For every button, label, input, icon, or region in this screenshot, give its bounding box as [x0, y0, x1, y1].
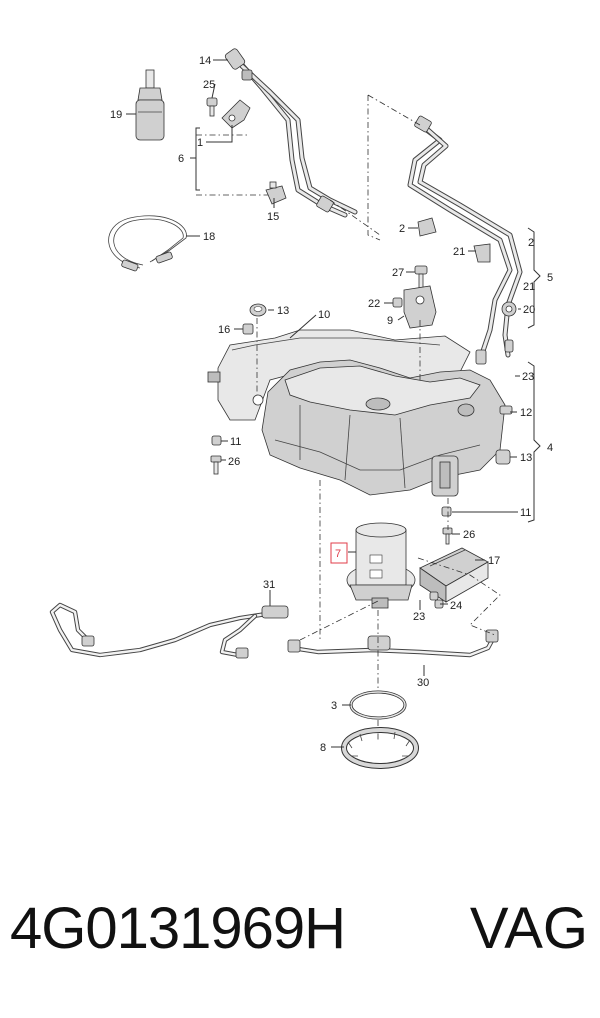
callout-2a: 2 — [399, 223, 405, 235]
callout-21b: 21 — [523, 281, 535, 293]
caption: 4G0131969H VAG — [0, 895, 600, 985]
part-8-locking-ring — [341, 727, 419, 769]
part-27-bolt — [414, 265, 428, 289]
callout-23b: 23 — [413, 611, 425, 623]
part-23-bolt-lower — [429, 591, 439, 601]
part-26-bolt-right — [442, 527, 453, 545]
part-17-control-unit — [419, 547, 489, 603]
callout-26b: 26 — [463, 529, 475, 541]
part-13-grommet — [249, 303, 267, 317]
part-25-bolt — [206, 97, 218, 117]
part-4-fuel-tank — [261, 359, 513, 497]
callout-31: 31 — [263, 579, 275, 591]
callout-10: 10 — [318, 309, 330, 321]
part-7-fuel-pump — [346, 522, 416, 609]
callout-11a: 11 — [230, 436, 241, 448]
callout-4: 4 — [547, 442, 553, 454]
part-16-bolt — [242, 323, 254, 335]
callout-7-box — [330, 542, 348, 564]
brand-name: VAG — [469, 896, 588, 961]
part-11-bolt-left — [211, 435, 222, 446]
callout-8: 8 — [320, 742, 326, 754]
callout-2b: 2 — [528, 237, 534, 249]
callout-3: 3 — [331, 700, 337, 712]
callout-9: 9 — [387, 315, 393, 327]
callout-20: 20 — [523, 304, 535, 316]
callout-25: 25 — [203, 79, 215, 91]
callout-16: 16 — [218, 324, 230, 336]
callout-14: 14 — [199, 55, 211, 67]
callout-1: 1 — [197, 137, 203, 149]
part-22-nut — [392, 297, 403, 308]
callout-19: 19 — [110, 109, 122, 121]
callout-21a: 21 — [453, 246, 465, 258]
callout-30: 30 — [417, 677, 429, 689]
callout-5: 5 — [547, 272, 553, 284]
callout-24: 24 — [450, 600, 462, 612]
routing-box — [196, 94, 421, 241]
part-15-clip — [265, 181, 287, 205]
leader-lines — [126, 59, 541, 748]
callout-22: 22 — [368, 298, 380, 310]
part-18-cable — [108, 215, 187, 272]
callout-13b: 13 — [520, 452, 532, 464]
part-20-nut — [501, 301, 517, 317]
callout-23a: 23 — [522, 371, 534, 383]
part-number: 4G0131969H — [10, 896, 346, 961]
part-1-bracket — [221, 99, 251, 129]
callout-7: 7 — [335, 548, 341, 560]
fuel-line-assembly — [224, 48, 523, 365]
callout-labels: 14 25 19 1 6 15 18 2 21 2 21 5 27 22 20 … — [110, 55, 553, 754]
part-19-sealant-bottle — [135, 69, 165, 141]
callout-18: 18 — [203, 231, 215, 243]
part-2-clip — [417, 217, 437, 237]
part-9-bracket — [403, 285, 437, 329]
callout-12: 12 — [520, 407, 532, 419]
callout-27: 27 — [392, 267, 404, 279]
callout-26a: 26 — [228, 456, 240, 468]
callout-6: 6 — [178, 153, 184, 165]
part-31-wiring-harness — [49, 602, 289, 659]
callout-11b: 11 — [520, 507, 531, 519]
part-3-seal-ring — [349, 690, 407, 720]
part-21-clip — [473, 243, 491, 263]
callout-13a: 13 — [277, 305, 289, 317]
part-30-wiring-harness — [287, 629, 499, 658]
part-11-bolt-right — [441, 506, 452, 517]
callout-15: 15 — [267, 211, 279, 223]
callout-17: 17 — [488, 555, 500, 567]
part-26-bolt-left — [210, 455, 222, 475]
